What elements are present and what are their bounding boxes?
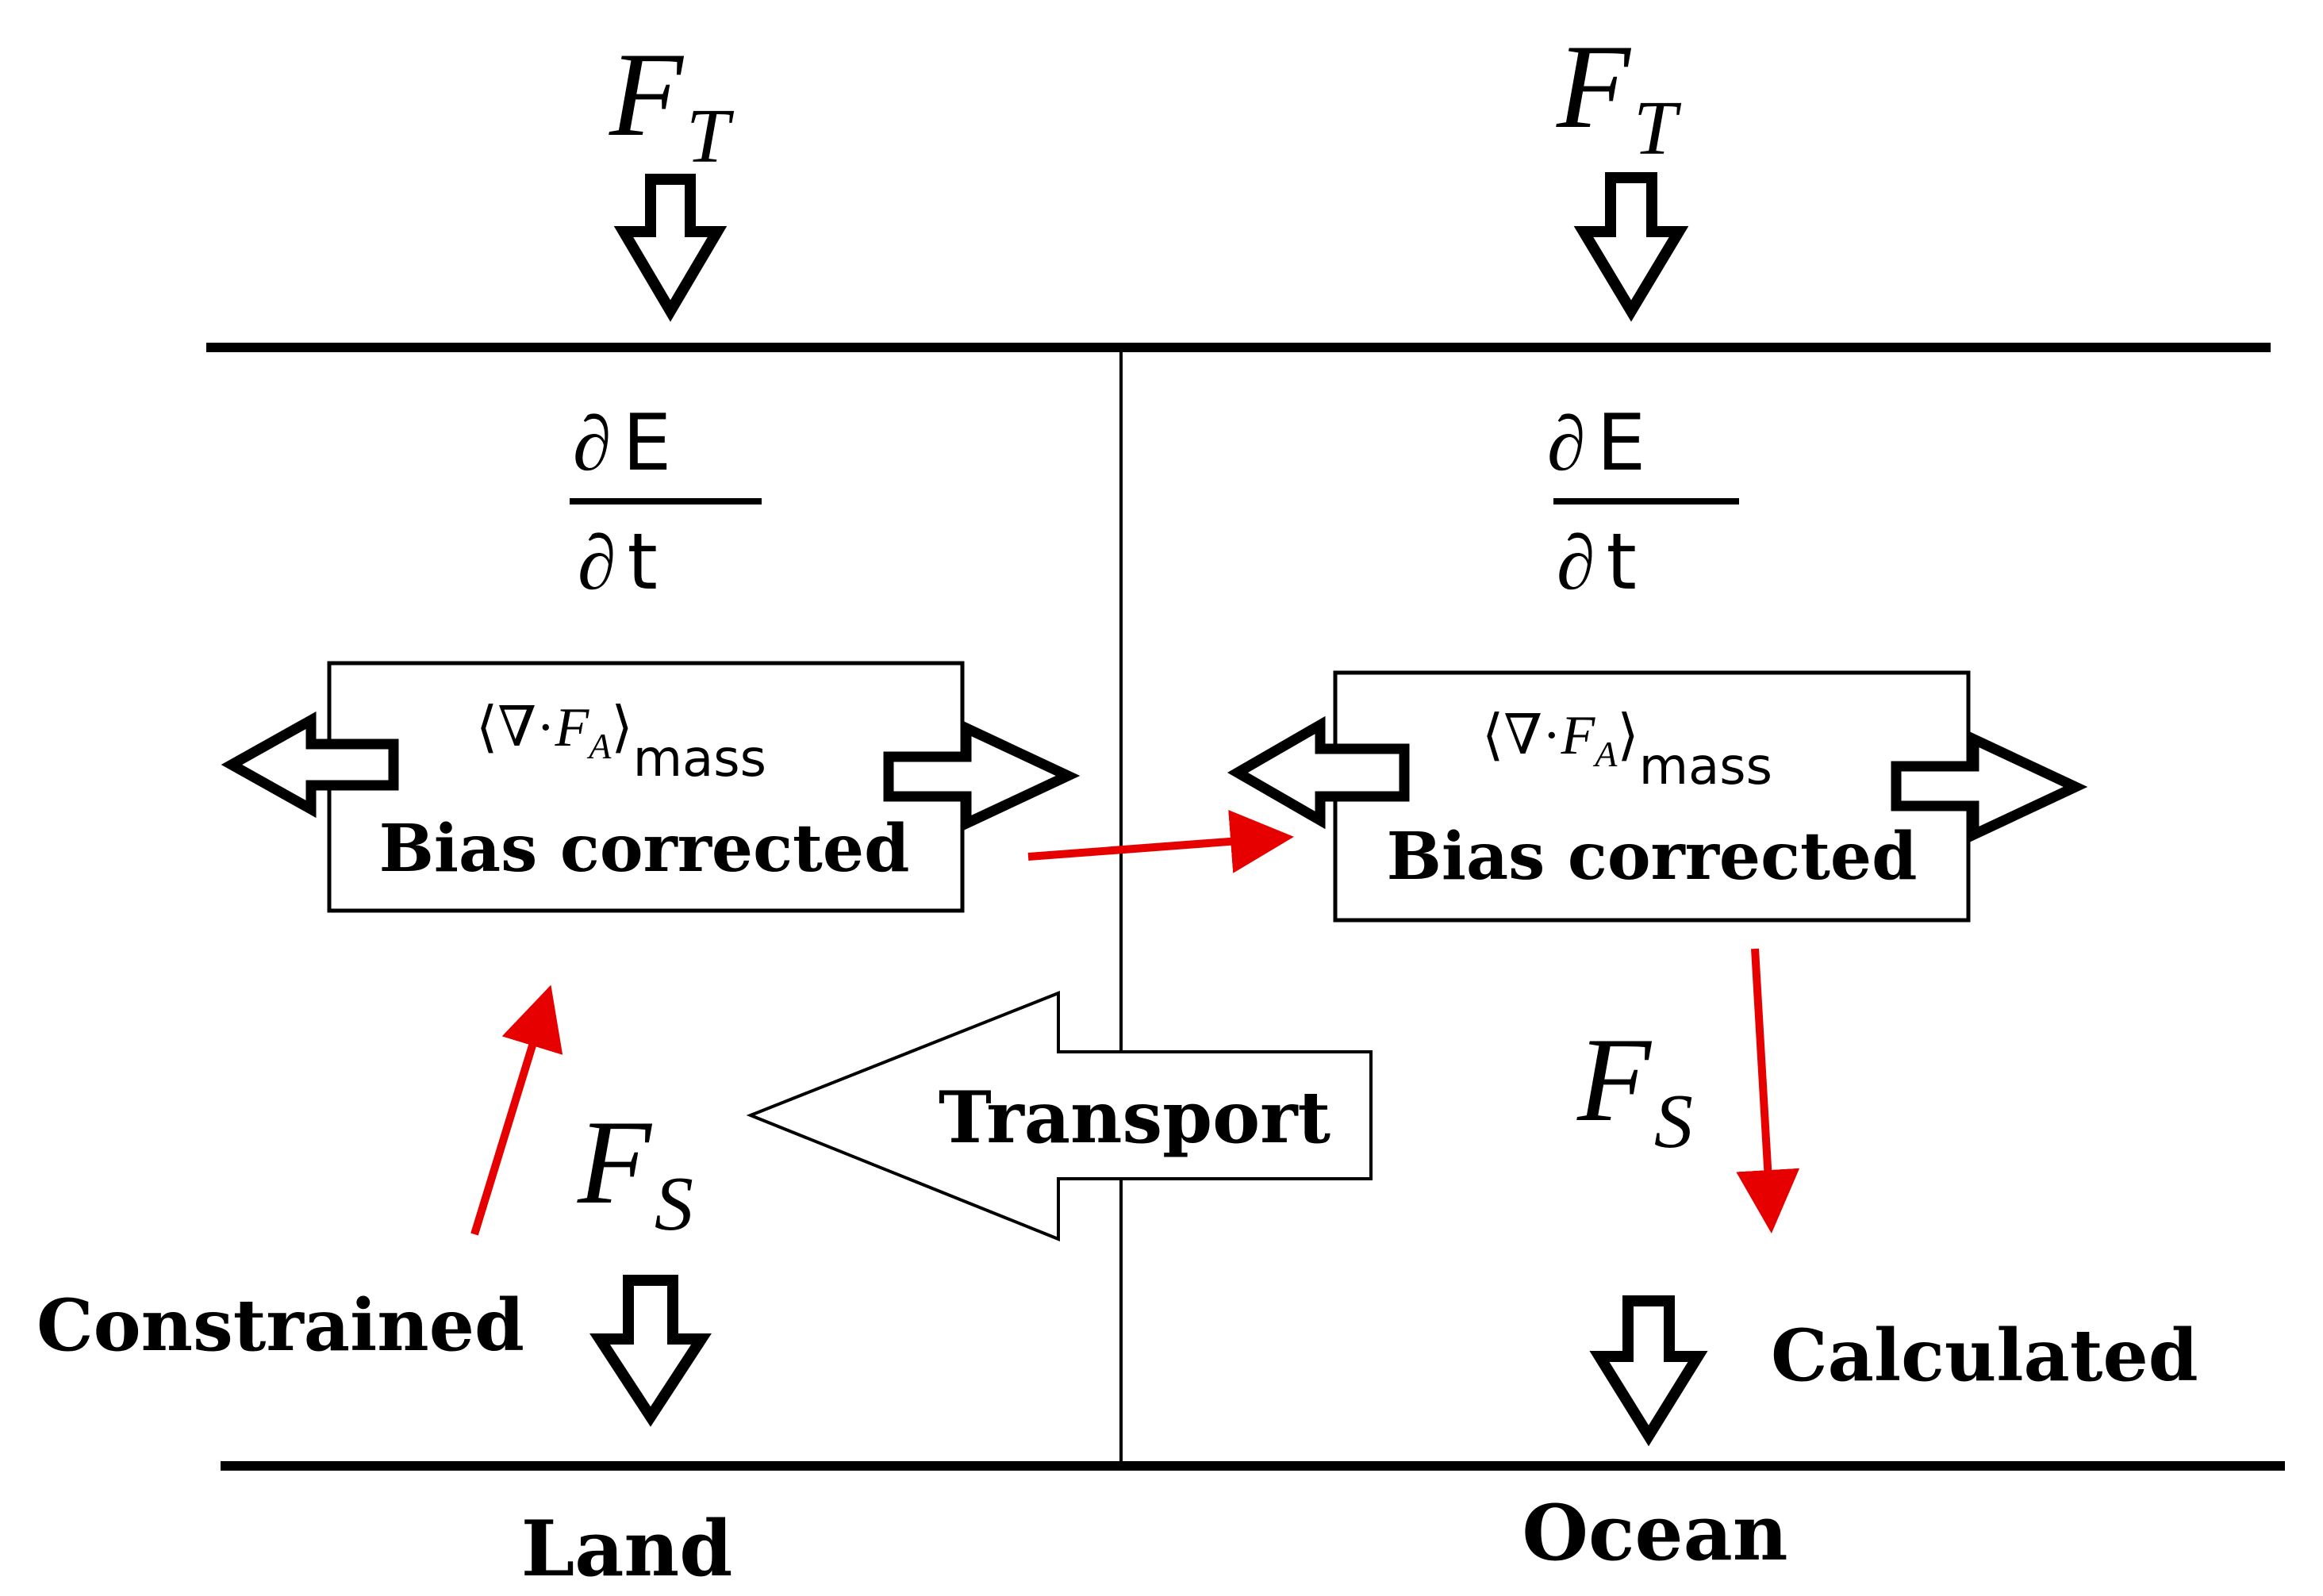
storage-term-ocean: ∂E ∂t	[1547, 398, 1739, 608]
surface-flux-ocean: FS	[1576, 1013, 1693, 1164]
surface-flux-land: FS	[577, 1095, 693, 1247]
transport-arrow-icon	[746, 991, 1373, 1241]
transport-label: Transport	[939, 1076, 1331, 1160]
side-arrow-right-land-icon	[883, 719, 1081, 832]
bias-corrected-label-ocean: Bias corrected	[1387, 819, 1918, 895]
toa-flux-land: FT	[609, 28, 735, 179]
divergence-box-land	[327, 661, 965, 913]
calculated-label: Calculated	[1771, 1314, 2198, 1398]
side-arrow-left-ocean-icon	[1227, 716, 1410, 830]
toa-flux-ocean: FT	[1556, 20, 1682, 171]
side-arrow-left-land-icon	[221, 711, 399, 819]
bias-corrected-label-land: Bias corrected	[379, 811, 910, 887]
svg-text:∂E: ∂E	[573, 398, 671, 489]
constrained-label: Constrained	[36, 1283, 524, 1368]
land-label: Land	[521, 1504, 733, 1594]
divergence-term-land: ⟨∇·FA⟩mass	[476, 697, 766, 788]
surface-down-arrow-land-icon	[589, 1275, 712, 1427]
svg-text:∂t: ∂t	[1557, 517, 1637, 608]
svg-text:∂E: ∂E	[1547, 398, 1645, 489]
divergence-box-ocean	[1333, 670, 1971, 923]
divergence-term-ocean: ⟨∇·FA⟩mass	[1482, 705, 1772, 796]
ocean-label: Ocean	[1522, 1488, 1787, 1578]
side-arrow-right-ocean-icon	[1891, 731, 2088, 843]
flow-arrow-surface-to-box-land-icon	[470, 984, 563, 1236]
toa-down-arrow-land-icon	[613, 174, 728, 322]
storage-term-land: ∂E ∂t	[570, 398, 762, 608]
svg-text:∂t: ∂t	[578, 517, 658, 608]
flow-arrow-land-to-ocean-icon	[1027, 809, 1294, 873]
flow-arrow-box-to-surface-ocean-icon	[1736, 948, 1800, 1233]
surface-down-arrow-ocean-icon	[1589, 1295, 1708, 1447]
toa-down-arrow-ocean-icon	[1573, 172, 1689, 322]
